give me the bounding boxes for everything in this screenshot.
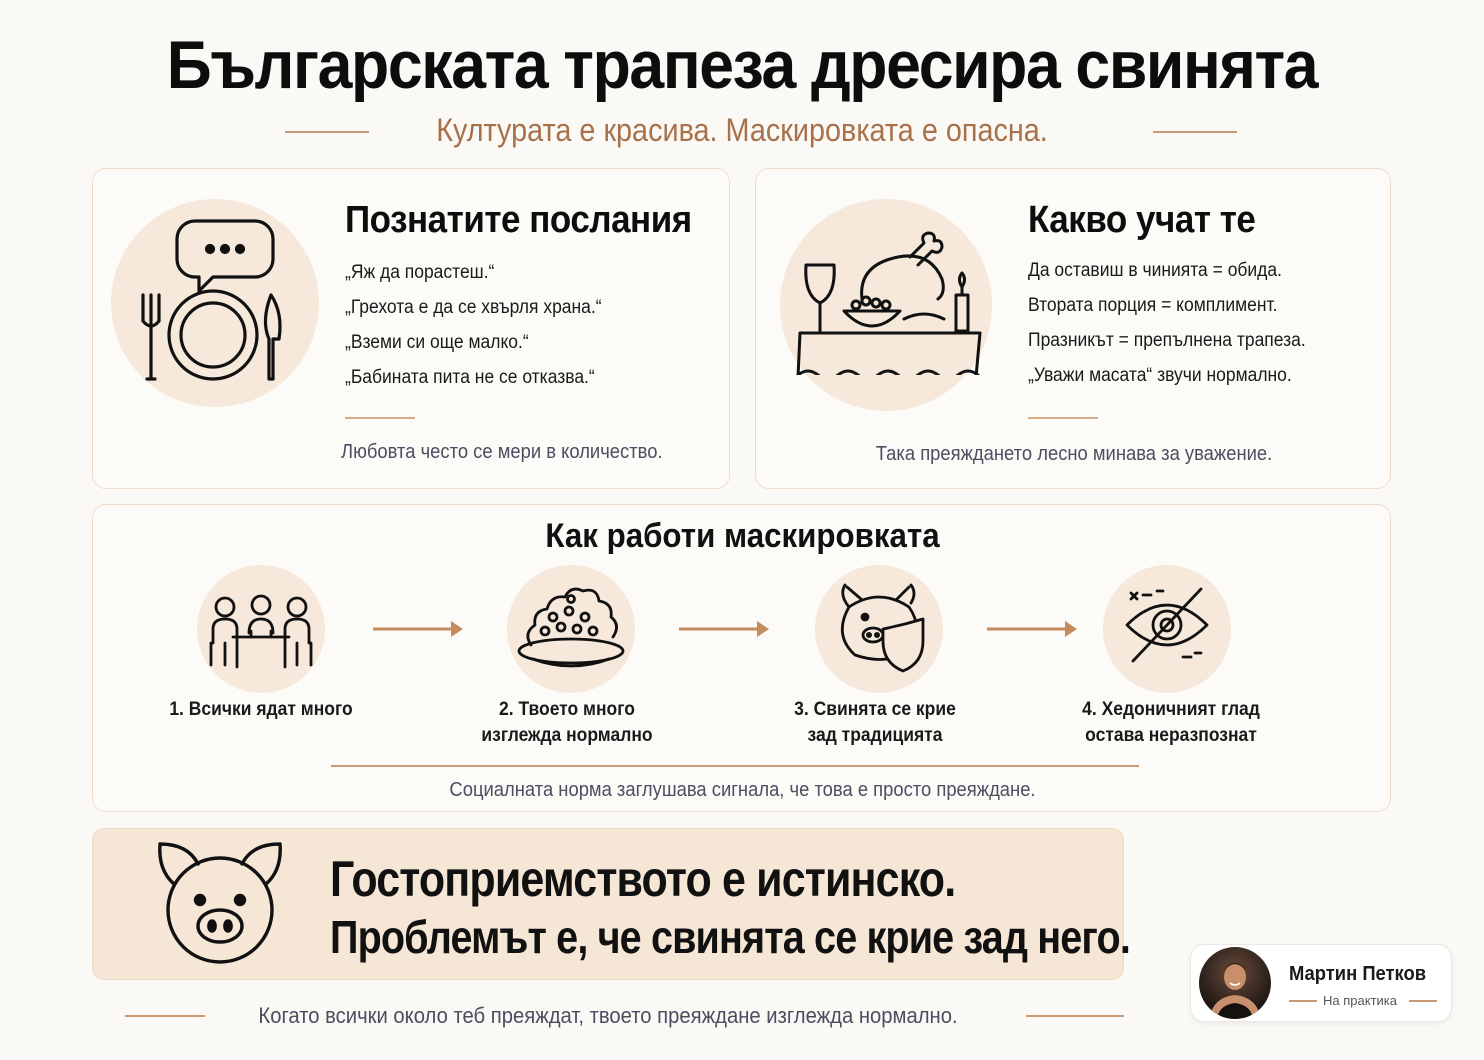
- arrow-right-icon: [987, 621, 1077, 637]
- step-circle-1: [197, 565, 325, 693]
- list-item: Празникът = препълнена трапеза.: [1028, 330, 1306, 351]
- card-known-messages: Познатите послания „Яж да порастеш.“ „Гр…: [92, 168, 730, 489]
- subtitle-rule-right: [1153, 131, 1237, 133]
- step-4-line-2: остава неразпознат: [1085, 725, 1257, 746]
- card-what-they-teach: Какво учат те Да оставиш в чинията = оби…: [755, 168, 1391, 489]
- card-left-rule: [345, 417, 415, 419]
- footer-text: Когато всички около теб преяждат, твоето…: [258, 1003, 958, 1028]
- avatar: [1199, 947, 1271, 1019]
- subtitle-rule-left: [285, 131, 369, 133]
- arrow-right-icon: [373, 621, 463, 637]
- step-3-line-2: зад традицията: [807, 725, 943, 746]
- conclusion-banner: [92, 828, 1124, 980]
- step-2-line-1: 2. Твоето много: [499, 699, 635, 720]
- author-role: На практика: [1323, 993, 1397, 1008]
- banner-line-1: Гостоприемството е истинско.: [330, 851, 956, 907]
- step-label-1: 1. Всички ядат много: [141, 697, 380, 723]
- card-right-caption: Така преяждането лесно минава за уважени…: [875, 443, 1273, 465]
- process-rule: [331, 765, 1139, 767]
- page-subtitle: Културата е красива. Маскировката е опас…: [436, 112, 1048, 148]
- plate-speech-icon: [141, 219, 282, 381]
- avatar-portrait: [1209, 963, 1261, 1019]
- pig-face-icon: [158, 842, 282, 964]
- heaped-plate-icon: [517, 587, 625, 668]
- step-1-line-1: 1. Всички ядат много: [169, 699, 353, 720]
- people-at-table-icon: [209, 594, 313, 669]
- list-item: Втората порция = комплимент.: [1028, 295, 1278, 316]
- subtitle-row: Културата е красива. Маскировката е опас…: [0, 112, 1484, 152]
- list-item: „Грехота е да се хвърля храна.“: [345, 297, 602, 318]
- footer-rule-right: [1026, 1015, 1124, 1017]
- step-circle-4: [1103, 565, 1231, 693]
- step-label-4: 4. Хедоничният глад остава неразпознат: [1051, 697, 1290, 749]
- card-right-rule: [1028, 417, 1098, 419]
- known-messages-list: „Яж да порастеш.“ „Грехота е да се хвърл…: [345, 255, 624, 395]
- author-rule-left: [1289, 1000, 1317, 1002]
- process-caption: Социалната норма заглушава сигнала, че т…: [449, 779, 1036, 801]
- card-process: Как работи маскировката 1. Всички ядат м…: [92, 504, 1391, 812]
- list-item: Да оставиш в чинията = обида.: [1028, 260, 1282, 281]
- process-title: Как работи маскировката: [545, 517, 940, 555]
- step-circle-2: [507, 565, 635, 693]
- author-name: Мартин Петков: [1289, 963, 1427, 985]
- card-left-caption: Любовта често се мери в количество.: [341, 441, 663, 463]
- feast-table-icon: [796, 231, 982, 375]
- step-3-line-1: 3. Свинята се крие: [794, 699, 956, 720]
- arrow-right-icon: [679, 621, 769, 637]
- list-item: „Уважи масата“ звучи нормално.: [1028, 365, 1292, 386]
- card-right-title: Какво учат те: [1028, 199, 1256, 241]
- author-rule-right: [1409, 1000, 1437, 1002]
- crossed-eye-icon: [1125, 587, 1209, 663]
- footer-rule-left: [125, 1015, 205, 1017]
- what-they-teach-list: Да оставиш в чинията = обида. Втората по…: [1028, 253, 1330, 393]
- step-4-line-1: 4. Хедоничният глад: [1082, 699, 1260, 720]
- list-item: „Яж да порастеш.“: [345, 262, 495, 283]
- card-left-title: Познатите послания: [345, 199, 692, 241]
- list-item: „Бабината пита не се отказва.“: [345, 367, 595, 388]
- pig-shield-icon: [840, 583, 925, 673]
- banner-line-2: Проблемът е, че свинята се крие зад него…: [330, 911, 1131, 963]
- author-card[interactable]: Мартин Петков На практика: [1190, 944, 1452, 1022]
- step-label-2: 2. Твоето много изглежда нормално: [447, 697, 686, 749]
- list-item: „Вземи си още малко.“: [345, 332, 529, 353]
- step-label-3: 3. Свинята се крие зад традицията: [755, 697, 994, 749]
- step-2-line-2: изглежда нормално: [481, 725, 653, 746]
- page-title: Българската трапеза дресира свинята: [166, 27, 1319, 103]
